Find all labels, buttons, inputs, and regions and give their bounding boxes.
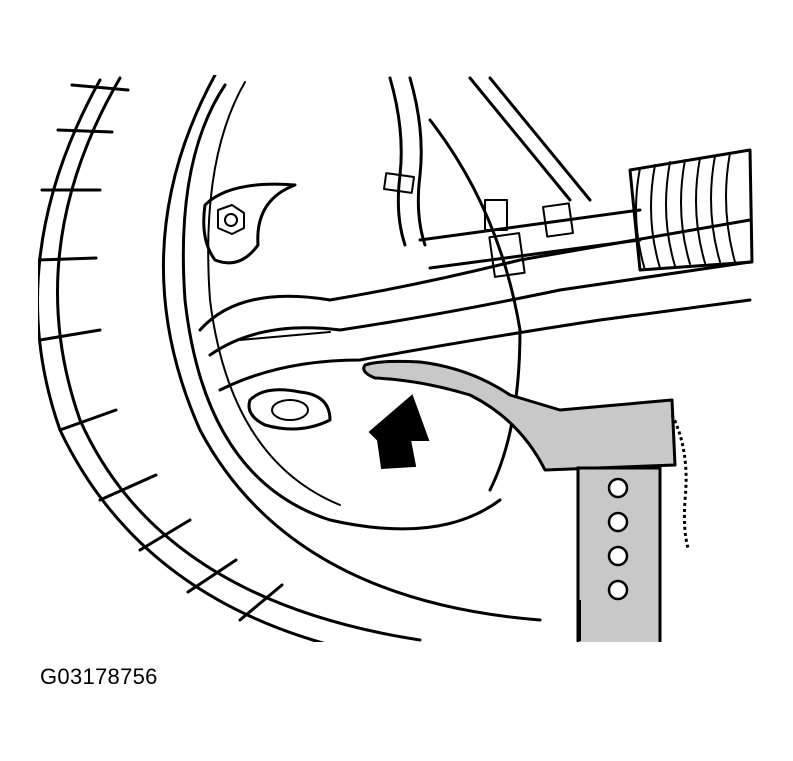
jack-holes bbox=[607, 477, 629, 601]
figure-id-label: G03178756 bbox=[40, 664, 158, 689]
control-arm bbox=[198, 218, 752, 392]
steering-boot bbox=[628, 148, 754, 272]
tie-rod bbox=[418, 76, 642, 278]
jack-stand bbox=[362, 359, 690, 642]
tire bbox=[38, 75, 542, 642]
jack-pin-chain bbox=[670, 414, 690, 549]
brake-hose bbox=[383, 76, 427, 247]
brake-disc bbox=[181, 81, 522, 531]
ball-joint bbox=[247, 388, 332, 431]
tire-tread bbox=[38, 83, 284, 622]
arrow-up-icon bbox=[368, 394, 430, 470]
hub-bolt bbox=[202, 182, 297, 265]
